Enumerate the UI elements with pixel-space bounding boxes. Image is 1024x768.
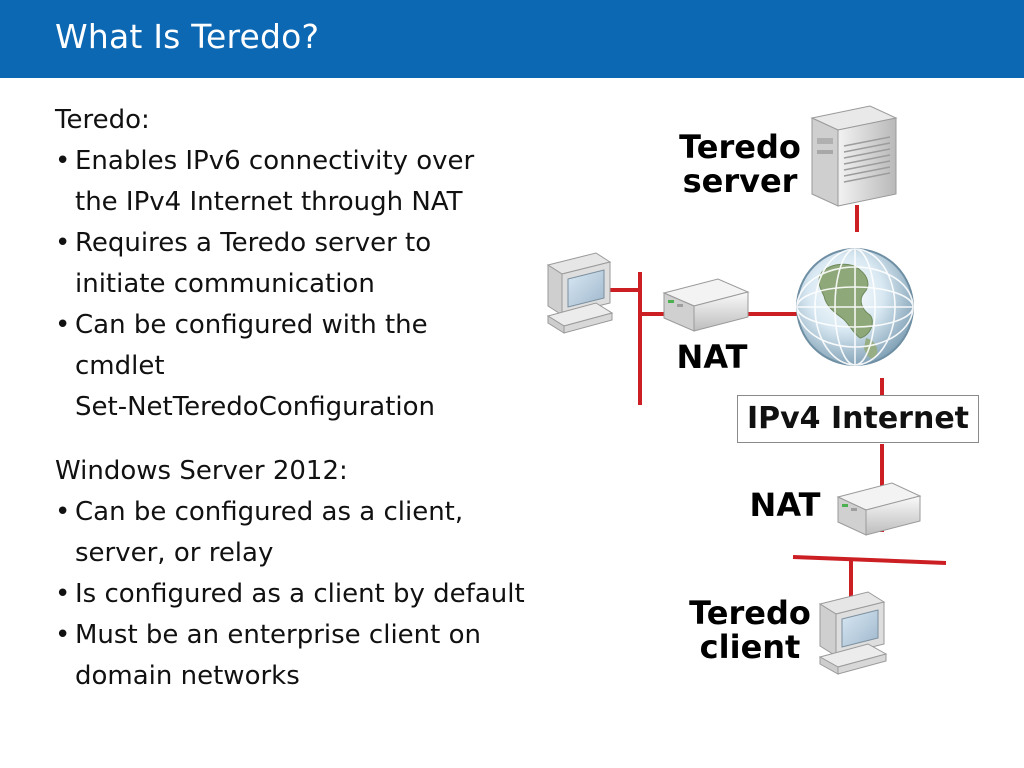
bullet-line: domain networks	[75, 661, 300, 691]
bullet-line: Must be an enterprise client on	[75, 620, 481, 650]
bullet-item: Can be configured with the cmdletSet-NetT…	[55, 305, 575, 428]
globe-icon	[796, 248, 914, 366]
bullet-line: Requires a Teredo server to	[75, 228, 432, 258]
bullet-item: Must be an enterprise client on domain ne…	[55, 615, 615, 697]
bullet-list: Can be configured as a client, server, or…	[55, 492, 615, 697]
bullet-line: Can be configured as a client,	[75, 497, 464, 527]
client-pc-icon	[818, 591, 888, 675]
segment-bottom-bus	[792, 555, 947, 565]
bullet-line: Is configured as a client by default	[75, 579, 525, 609]
bullet-line: the IPv4 Internet through NAT	[75, 187, 463, 217]
bullet-line: Can be configured with the	[75, 310, 428, 340]
nat-label-top: NAT	[676, 338, 748, 376]
teredo-server-label: Teredo server	[670, 130, 810, 198]
windows-server-section: Windows Server 2012: Can be configured a…	[55, 451, 615, 697]
nat-label-bottom: NAT	[749, 486, 821, 524]
teredo-section: Teredo: Enables IPv6 connectivity over th…	[55, 100, 575, 428]
bullet-line: cmdlet	[75, 351, 165, 381]
section-heading: Windows Server 2012:	[55, 456, 348, 486]
label-line: Teredo	[679, 128, 801, 166]
title-bar: What Is Teredo?	[0, 0, 1024, 78]
label-line: server	[682, 162, 798, 200]
bullet-item: Enables IPv6 connectivity over the IPv4 I…	[55, 141, 575, 223]
slide-title: What Is Teredo?	[55, 17, 320, 56]
nat-device-icon	[836, 482, 922, 536]
bullet-line: Enables IPv6 connectivity over	[75, 146, 475, 176]
server-icon	[810, 105, 898, 207]
ipv4-internet-label: IPv4 Internet	[737, 395, 979, 443]
bullet-item: Can be configured as a client, server, or…	[55, 492, 615, 574]
bullet-line: server, or relay	[75, 538, 274, 568]
bullet-item: Requires a Teredo server to initiate comm…	[55, 223, 575, 305]
teredo-client-label: Teredo client	[680, 596, 820, 664]
nat-device-icon	[662, 278, 750, 332]
pc-icon	[546, 252, 614, 334]
bullet-line: Set-NetTeredoConfiguration	[75, 392, 436, 422]
bullet-list: Enables IPv6 connectivity over the IPv4 I…	[55, 141, 575, 428]
bullet-line: initiate communication	[75, 269, 375, 299]
section-heading: Teredo:	[55, 105, 150, 135]
bullet-item: Is configured as a client by default	[55, 574, 615, 615]
label-line: Teredo	[689, 594, 811, 632]
label-line: client	[699, 628, 801, 666]
